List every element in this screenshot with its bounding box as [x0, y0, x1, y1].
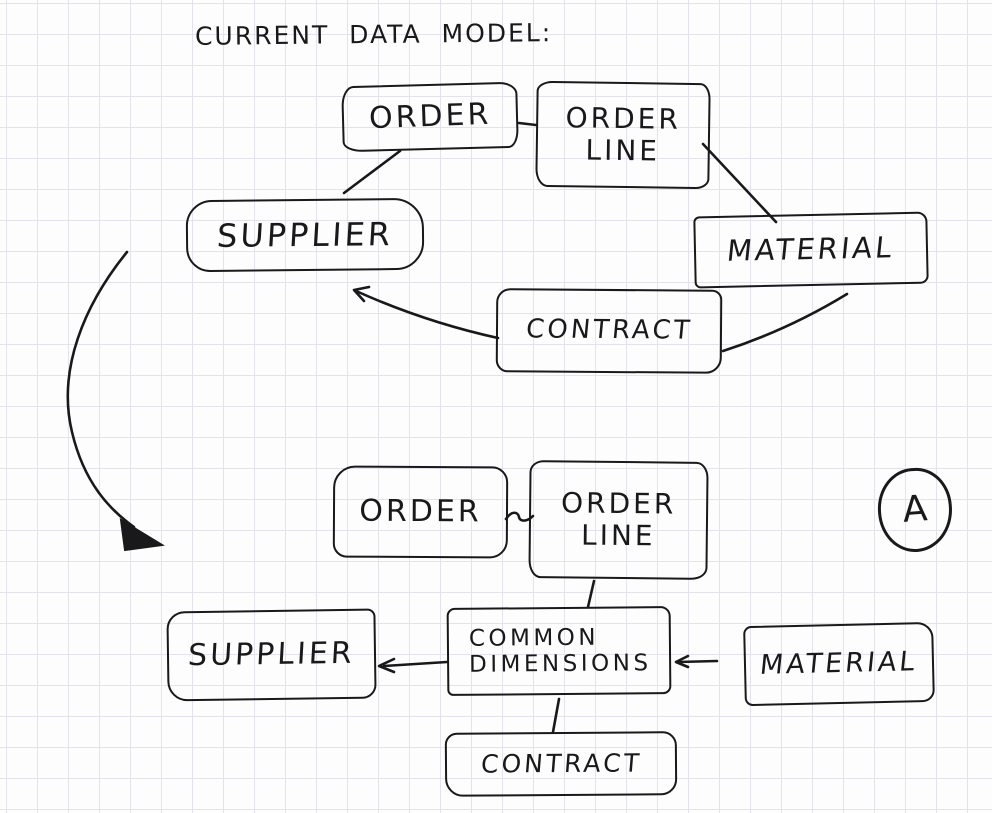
transform-arrow-head — [119, 518, 165, 552]
page-title: CURRENT DATA MODEL: — [194, 18, 553, 51]
node-material: MATERIAL — [693, 211, 929, 289]
annotation-a-circle: A — [875, 465, 955, 555]
edge-orderline-commondimensions — [586, 579, 596, 609]
edge-order-orderline — [517, 121, 538, 127]
node-order-line: ORDER LINE — [535, 80, 711, 190]
node-common-dimensions-label: COMMON DIMENSIONS — [468, 624, 652, 678]
node-contract: CONTRACT — [495, 288, 723, 374]
node-material-label: MATERIAL — [725, 230, 897, 269]
edge-order-supplier — [342, 149, 402, 195]
node-order-line-proposed-label: ORDER LINE — [560, 486, 677, 553]
node-order-proposed-label: ORDER — [359, 493, 482, 530]
node-supplier-proposed-label: SUPPLIER — [187, 635, 356, 673]
node-material-proposed: MATERIAL — [743, 621, 935, 707]
edge-commondimensions-contract — [551, 697, 561, 734]
annotation-a-label: A — [901, 488, 929, 532]
node-order-proposed: ORDER — [332, 465, 509, 559]
edge-contract-supplier — [354, 289, 500, 340]
edge-contract-material — [721, 292, 849, 353]
node-order-label: ORDER — [368, 96, 492, 136]
node-order-line-label: ORDER LINE — [565, 101, 682, 168]
node-contract-label: CONTRACT — [524, 314, 694, 346]
edge-orderline-material — [701, 142, 778, 224]
node-supplier-label: SUPPLIER — [215, 214, 395, 255]
node-material-proposed-label: MATERIAL — [758, 646, 920, 682]
node-common-dimensions: COMMON DIMENSIONS — [446, 606, 672, 696]
node-supplier: SUPPLIER — [185, 197, 425, 273]
arrowhead-at-commondimensions — [674, 654, 690, 669]
transform-arrow-shaft — [66, 250, 136, 529]
node-contract-proposed-label: CONTRACT — [479, 748, 643, 779]
node-order: ORDER — [341, 81, 519, 153]
edge-commondimensions-supplier — [382, 660, 449, 668]
node-order-line-proposed: ORDER LINE — [528, 460, 709, 580]
arrowhead-at-supplier-proposed — [377, 657, 396, 674]
node-supplier-proposed: SUPPLIER — [166, 608, 377, 702]
edge-commondimensions-material — [676, 659, 719, 664]
node-contract-proposed: CONTRACT — [444, 731, 678, 797]
arrowhead-at-supplier — [352, 285, 371, 303]
